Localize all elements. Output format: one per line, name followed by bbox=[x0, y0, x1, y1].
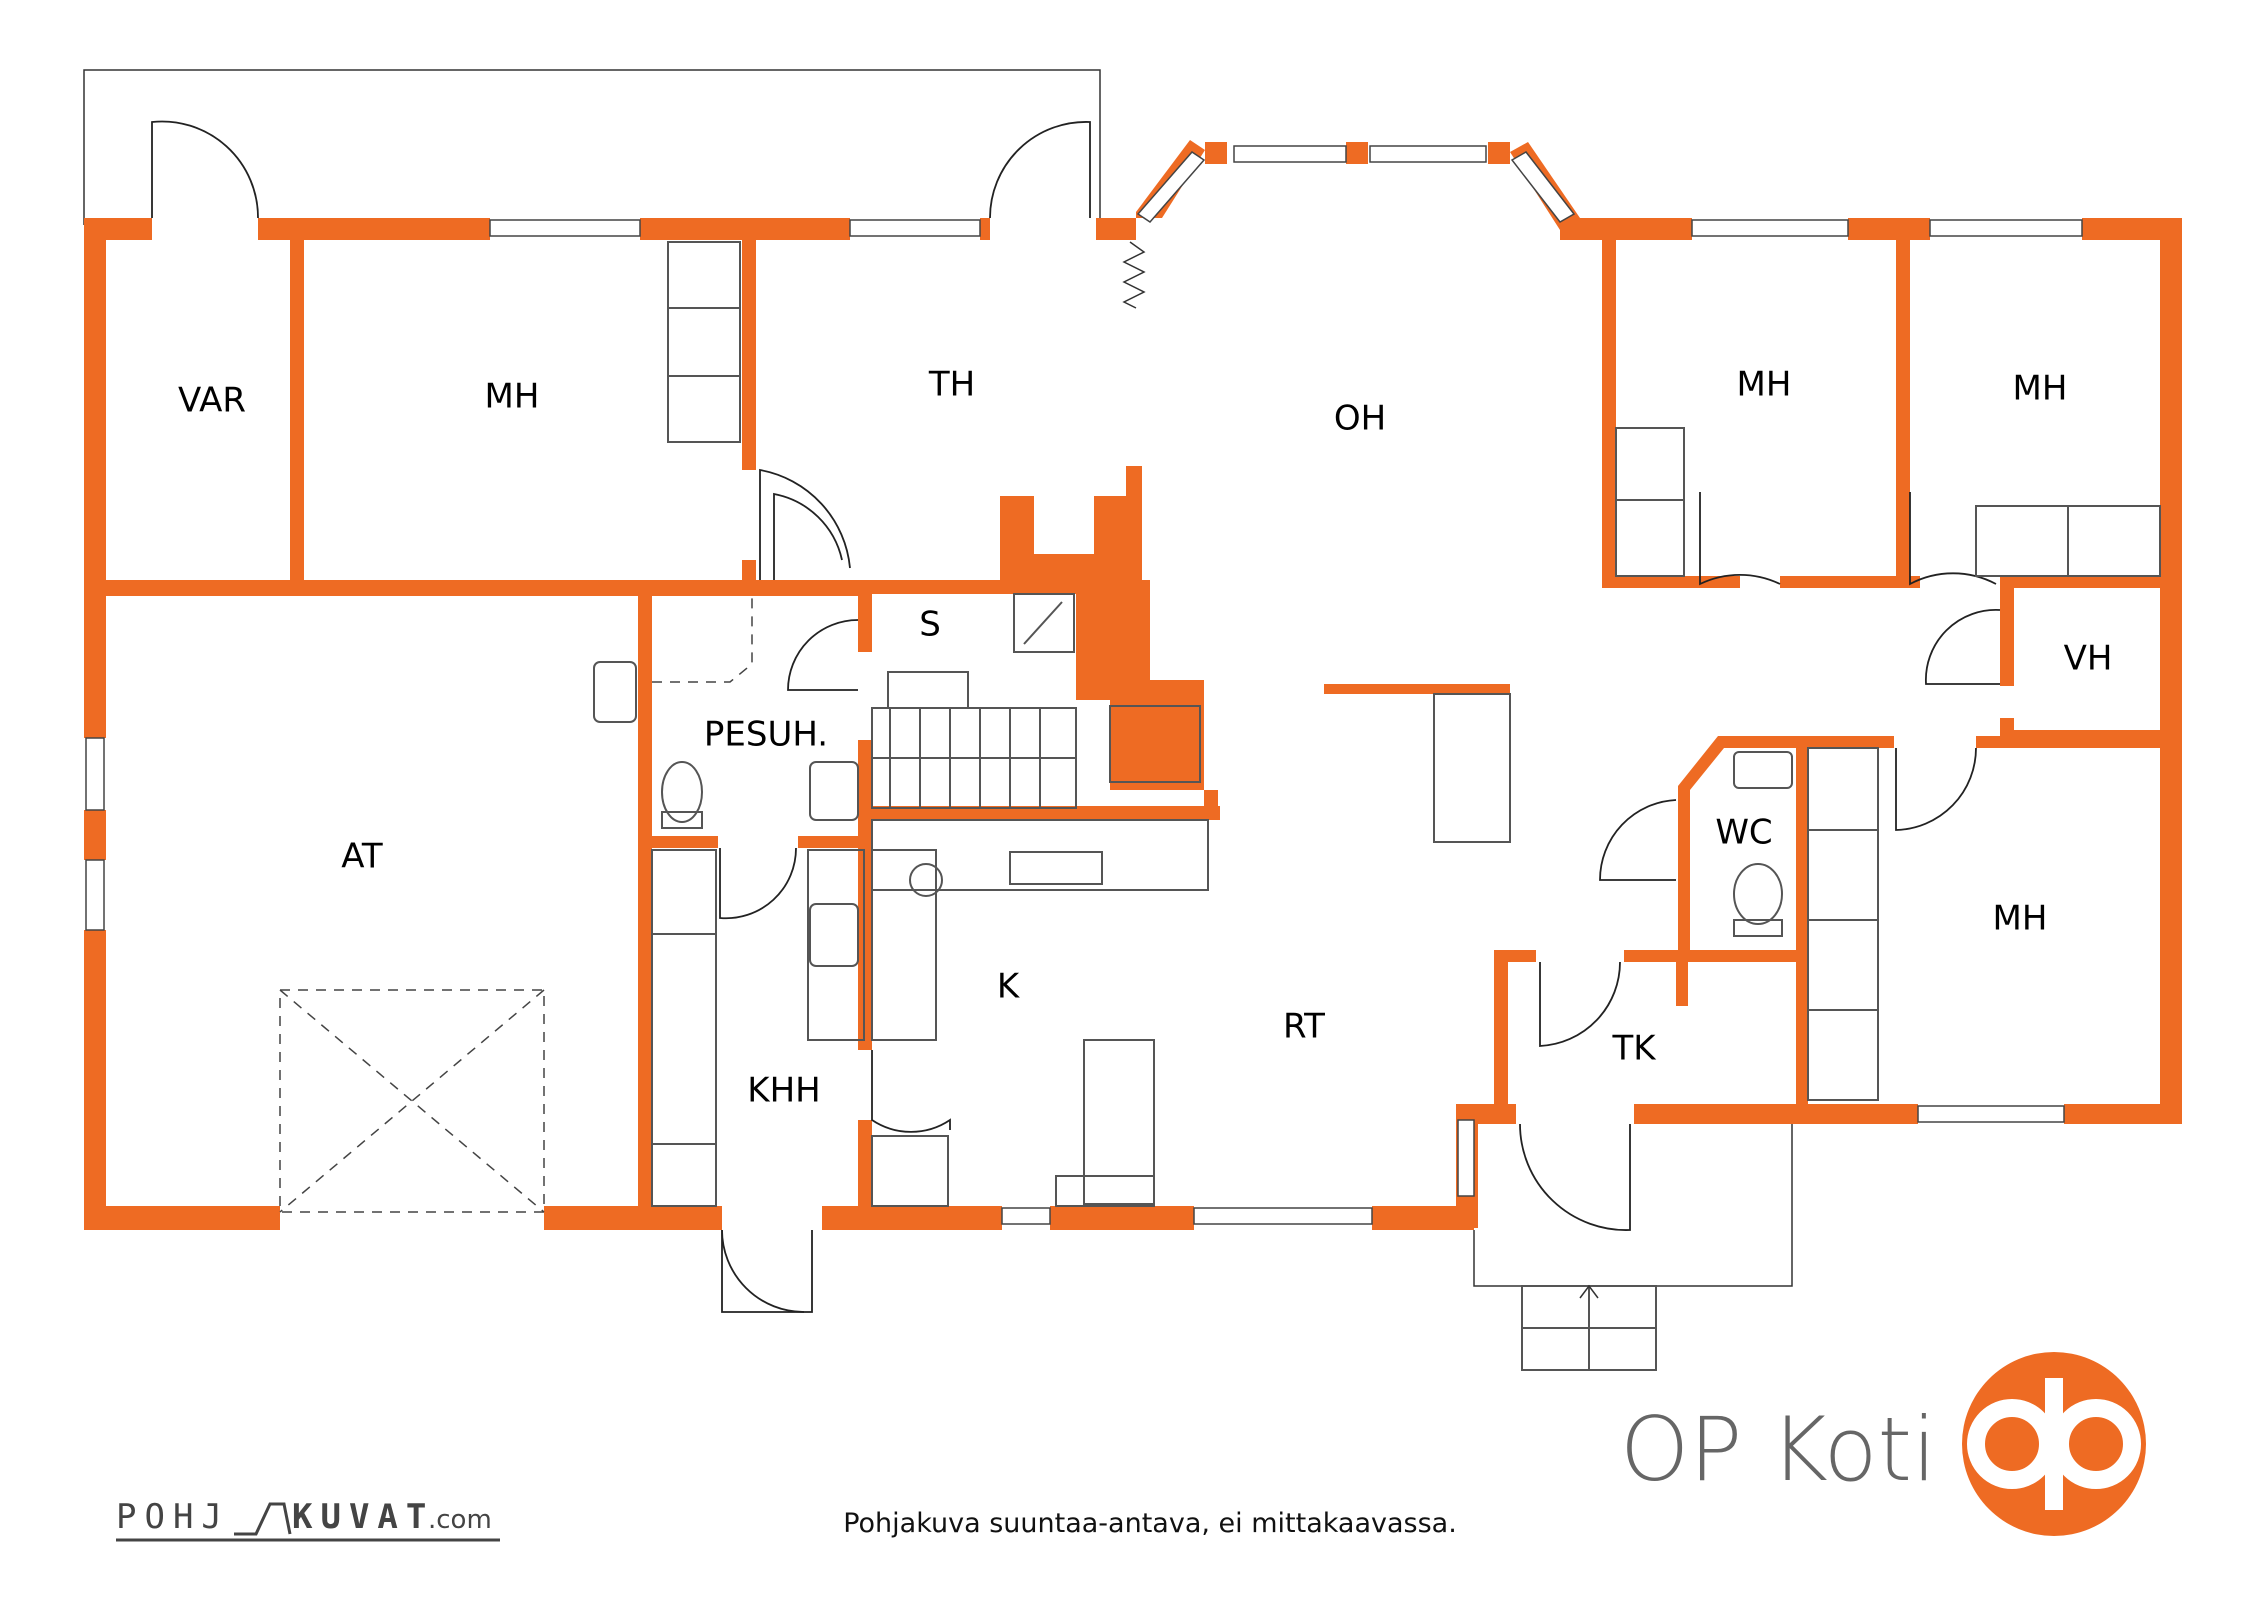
fixtures bbox=[279, 241, 2161, 1371]
op-logo-icon bbox=[1962, 1352, 2146, 1536]
room-label-wc: WC bbox=[1715, 813, 1772, 853]
room-label-vh: VH bbox=[2064, 639, 2113, 679]
room-label-khh: KHH bbox=[747, 1071, 820, 1111]
watermark-text-right: KUVAT bbox=[292, 1497, 434, 1537]
room-labels: VAR MH TH OH MH MH S VH PESUH. AT WC K M… bbox=[178, 365, 2112, 1111]
room-label-var: VAR bbox=[178, 381, 246, 421]
walls bbox=[84, 140, 2182, 1230]
room-label-mh-3: MH bbox=[2013, 369, 2068, 409]
room-label-k: K bbox=[997, 967, 1021, 1007]
room-label-oh: OH bbox=[1334, 399, 1386, 439]
watermark-roof-icon bbox=[234, 1502, 292, 1536]
terrace-outline bbox=[83, 69, 1101, 225]
brand-name: OP Koti bbox=[1620, 1398, 1936, 1501]
room-label-tk: TK bbox=[1611, 1029, 1657, 1069]
room-label-pesuh: PESUH. bbox=[704, 715, 828, 755]
brand-block: OP Koti bbox=[1620, 1352, 2146, 1536]
disclaimer-text: Pohjakuva suuntaa-antava, ei mittakaavas… bbox=[843, 1508, 1457, 1539]
room-label-s: S bbox=[919, 605, 941, 645]
room-label-mh-1: MH bbox=[485, 377, 540, 417]
room-label-at: AT bbox=[341, 837, 383, 877]
room-label-mh-4: MH bbox=[1993, 899, 2048, 939]
room-label-th: TH bbox=[928, 365, 975, 405]
watermark-suffix: .com bbox=[428, 1505, 492, 1535]
room-label-rt: RT bbox=[1283, 1007, 1325, 1047]
pohjakuvat-watermark: POHJ KUVAT .com bbox=[116, 1497, 500, 1542]
watermark-text-left: POHJ bbox=[116, 1497, 230, 1537]
room-label-mh-2: MH bbox=[1737, 365, 1792, 405]
doors bbox=[151, 120, 2001, 1313]
windows bbox=[85, 145, 2083, 1225]
